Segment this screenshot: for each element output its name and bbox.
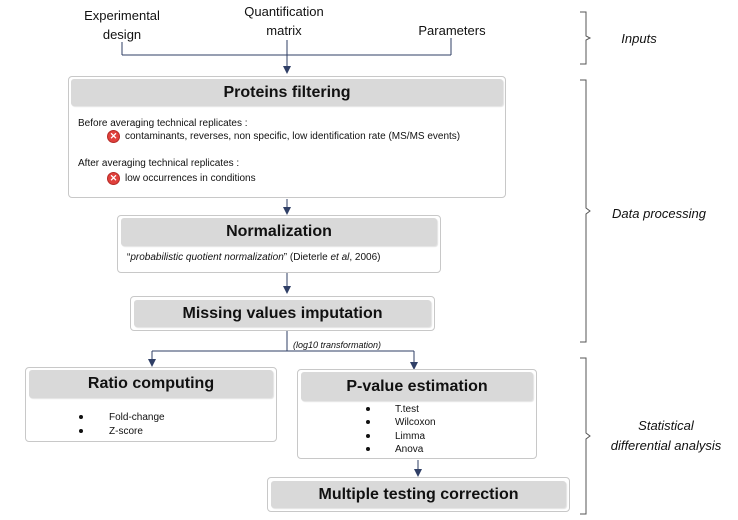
section-label-statistical: Statistical differential analysis [598,416,734,456]
input-experimental-design-line1: Experimental [84,8,160,23]
input-quantification-matrix: Quantification matrix [226,2,342,40]
bullet-dot [366,407,370,412]
section-label-data-processing: Data processing [612,206,706,221]
normalization-method: “probabilistic quotient normalization” (… [127,252,381,263]
list-item: Wilcoxon [366,417,436,428]
ratio-computing-box: Ratio computing Fold-change Z-score [25,367,277,442]
normalization-title: Normalization [121,218,437,246]
proteins-filtering-title: Proteins filtering [71,79,503,106]
input-experimental-design-line2: design [102,27,142,42]
data-processing-bracket [580,79,591,343]
pvalue-item-label: Anova [395,444,424,455]
ratio-item-label: Fold-change [109,412,165,423]
inputs-bracket [580,11,592,65]
method-ref-suffix: , 2006) [349,252,381,263]
method-quote-open: “ [127,252,131,263]
section-label-inputs: Inputs [621,31,657,46]
input-parameters: Parameters [418,23,486,38]
input-quantification-matrix-line1: Quantification [244,4,324,19]
bullet-dot [79,415,83,420]
normalization-box: Normalization “probabilistic quotient no… [117,215,441,273]
multiple-testing-title: Multiple testing correction [271,481,566,508]
pvalue-item-label: Wilcoxon [395,417,436,428]
input-quantification-matrix-line2: matrix [266,23,302,38]
bullet-dot [366,447,370,452]
statistical-bracket [580,357,591,515]
list-item: Z-score [79,426,143,437]
x-circle-icon: ✕ [107,130,120,143]
before-averaging-label: Before averaging technical replicates : [78,118,248,129]
method-ref-etal: et al [330,252,350,263]
before-averaging-item: contaminants, reverses, non specific, lo… [125,131,461,142]
method-name: probabilistic quotient normalization [130,252,284,263]
pvalue-estimation-box: P-value estimation T.test Wilcoxon Limma… [297,369,537,459]
bullet-dot [366,434,370,439]
pvalue-item-label: Limma [395,431,426,442]
imputation-box: Missing values imputation [130,296,435,331]
pvalue-item-label: T.test [395,404,419,415]
list-item: Limma [366,431,425,442]
section-label-statistical-line2: differential analysis [610,438,722,453]
section-label-statistical-line1: Statistical [638,418,694,433]
after-averaging-item: low occurrences in conditions [125,173,256,184]
list-item: Fold-change [79,412,165,423]
x-circle-icon: ✕ [107,172,120,185]
proteins-filtering-box: Proteins filtering Before averaging tech… [68,76,506,198]
pvalue-estimation-title: P-value estimation [301,372,533,401]
imputation-title: Missing values imputation [134,300,431,327]
multiple-testing-box: Multiple testing correction [267,477,570,512]
list-item: Anova [366,444,423,455]
log10-note: (log10 transformation) [293,340,382,350]
method-quote-close: ” [283,252,288,263]
ratio-computing-title: Ratio computing [29,370,273,398]
bullet-dot [366,420,370,425]
method-ref-prefix: (Dieterle [287,252,331,263]
list-item: T.test [366,404,419,415]
after-averaging-label: After averaging technical replicates : [78,158,240,169]
ratio-item-label: Z-score [109,426,143,437]
bullet-dot [79,429,83,434]
input-experimental-design: Experimental design [70,6,174,44]
